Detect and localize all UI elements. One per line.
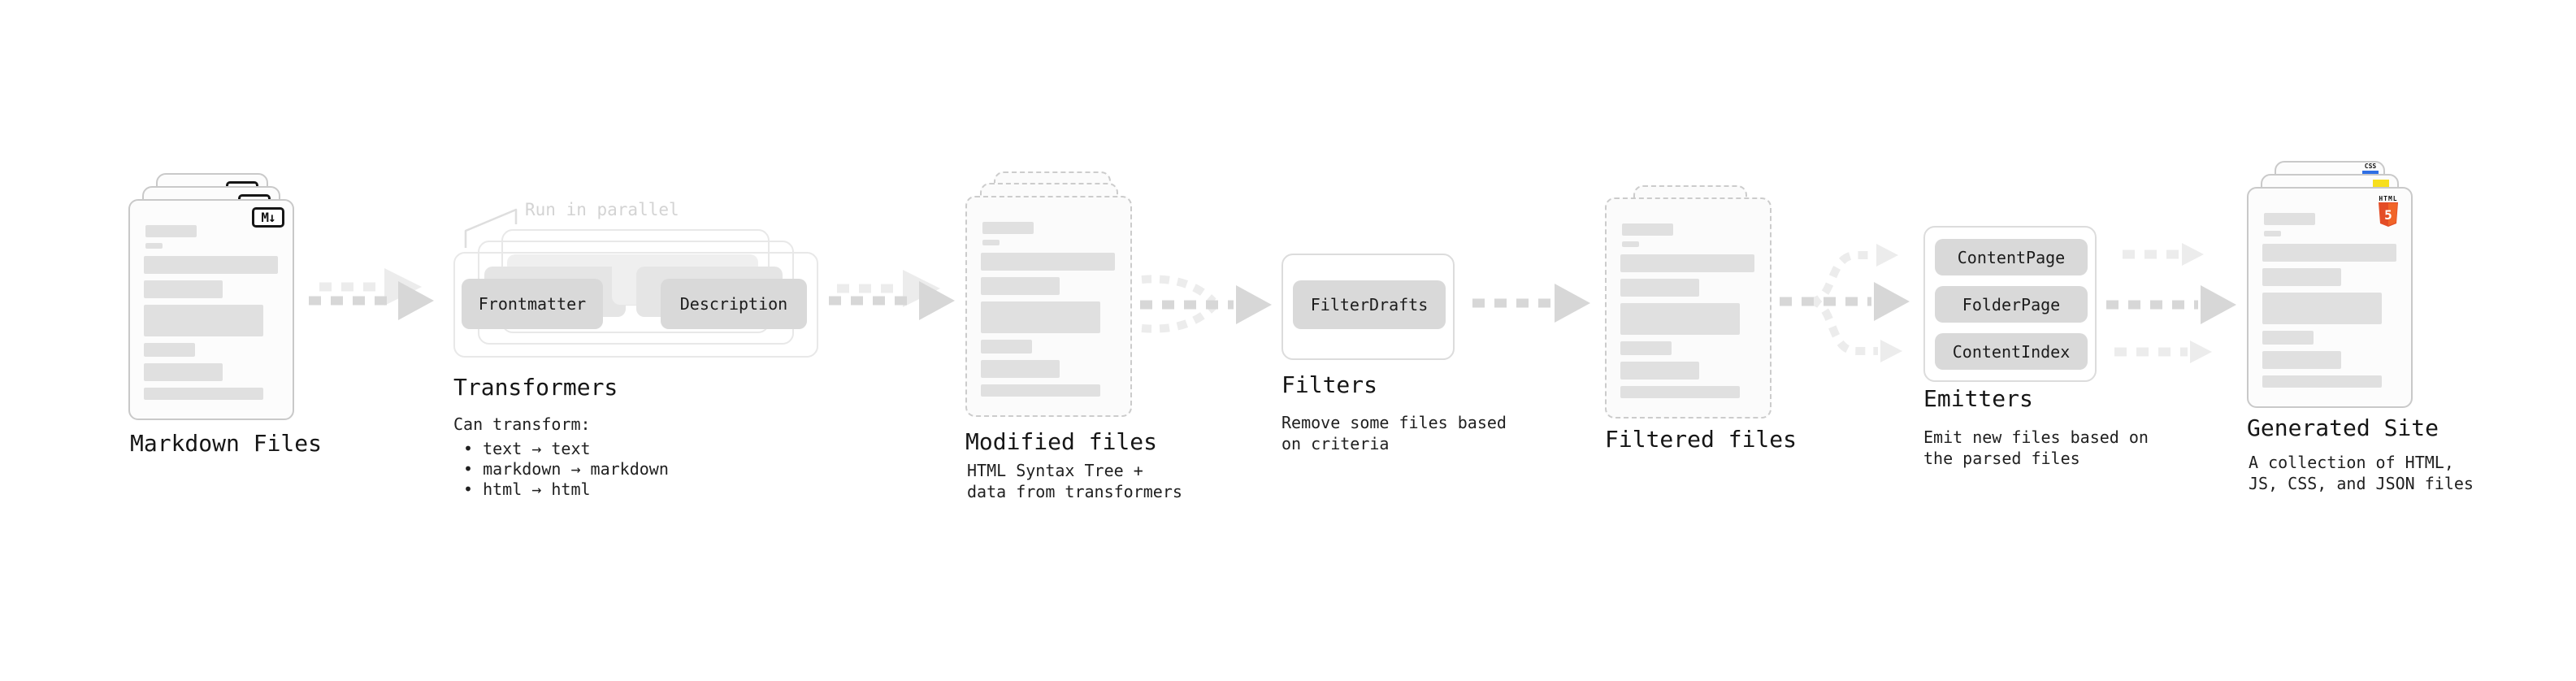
filtered-files-label: Filtered files <box>1605 426 1798 453</box>
arrowhead <box>919 281 955 320</box>
filtered-file-doc-front <box>1605 197 1772 419</box>
arrow-modified-to-filters <box>1140 275 1272 333</box>
modified-file-doc-front <box>965 196 1132 417</box>
doc-text-bar <box>981 253 1115 271</box>
doc-text-bar <box>981 360 1060 378</box>
doc-text-bar <box>1622 223 1673 236</box>
doc-text-bar <box>145 225 197 237</box>
arrowhead <box>1236 285 1272 324</box>
doc-text-bar <box>144 343 195 357</box>
arrowhead <box>1880 340 1902 362</box>
transform-bullet: • html → html <box>463 479 591 499</box>
generated-site-description: A collection of HTML, JS, CSS, and JSON … <box>2249 453 2474 493</box>
arrowhead <box>1555 284 1590 323</box>
contentpage-pill: ContentPage <box>1935 239 2088 275</box>
css-icon: CSS <box>2361 163 2380 174</box>
arrow-transformers-to-modified <box>829 270 955 320</box>
arrowhead <box>2182 243 2204 266</box>
arrow-filtered-to-emitters <box>1780 244 1910 362</box>
doc-text-bar <box>1622 241 1639 247</box>
arrowhead <box>384 268 422 306</box>
arrow-markdown-to-transformers <box>309 268 434 320</box>
transform-bullet: • text → text <box>463 439 591 458</box>
markdown-file-doc-front: M↓ <box>128 199 294 420</box>
contentindex-pill: ContentIndex <box>1935 333 2088 370</box>
doc-content-placeholder <box>2249 189 2411 406</box>
filters-description: Remove some files based on criteria <box>1281 413 1507 453</box>
doc-text-bar <box>145 243 163 249</box>
arrowhead <box>1876 244 1898 267</box>
can-transform-title: Can transform: <box>453 414 591 434</box>
html5-shield-right <box>2388 203 2397 226</box>
arrow-emitters-to-site <box>2106 243 2236 363</box>
html5-number: 5 <box>2384 207 2392 223</box>
filters-box: FilterDrafts <box>1281 254 1455 360</box>
doc-text-bar <box>2262 293 2382 324</box>
doc-text-bar <box>981 277 1060 295</box>
doc-text-bar <box>2262 375 2382 388</box>
filterdrafts-pill: FilterDrafts <box>1293 280 1446 329</box>
doc-text-bar <box>144 363 223 381</box>
doc-text-bar <box>982 240 1000 245</box>
filters-label: Filters <box>1281 371 1378 398</box>
doc-content-placeholder <box>130 201 293 419</box>
diverging-curve <box>1810 251 1874 306</box>
generated-site-label: Generated Site <box>2247 414 2439 441</box>
doc-content-placeholder <box>967 197 1130 415</box>
emitters-description: Emit new files based on the parsed files <box>1923 427 2149 468</box>
arrowhead <box>1874 282 1910 321</box>
site-file-doc-html: HTML 5 <box>2247 187 2413 408</box>
doc-text-bar <box>1620 254 1754 272</box>
doc-text-bar <box>981 384 1100 397</box>
transformer-layer-front <box>453 252 818 358</box>
frontmatter-pill: Frontmatter <box>462 279 603 329</box>
arrowhead <box>2201 285 2236 324</box>
arrowhead <box>903 270 940 307</box>
doc-text-bar <box>1620 303 1740 335</box>
run-in-parallel-note: Run in parallel <box>525 200 679 219</box>
doc-text-bar <box>2262 268 2341 286</box>
doc-text-bar <box>1620 279 1699 297</box>
converging-curve <box>1141 275 1216 305</box>
doc-text-bar <box>1620 386 1740 398</box>
doc-text-bar <box>1620 341 1672 355</box>
doc-text-bar <box>2262 351 2341 369</box>
emitters-box: ContentPage FolderPage ContentIndex <box>1923 226 2097 382</box>
description-pill: Description <box>661 279 807 329</box>
converging-curve <box>1141 303 1216 333</box>
doc-text-bar <box>2264 213 2315 225</box>
doc-text-bar <box>2262 331 2314 345</box>
arrow-filters-to-filtered <box>1472 284 1590 323</box>
modified-files-label: Modified files <box>965 428 1158 455</box>
transformers-label: Transformers <box>453 374 618 401</box>
arrowhead <box>398 281 434 320</box>
doc-text-bar <box>1620 362 1699 380</box>
doc-text-bar <box>982 222 1034 234</box>
modified-files-description: HTML Syntax Tree + data from transformer… <box>967 461 1182 501</box>
doc-text-bar <box>144 388 263 400</box>
markdown-files-label: Markdown Files <box>130 430 323 457</box>
html5-icon: HTML 5 <box>2377 195 2400 227</box>
doc-text-bar <box>144 280 223 298</box>
transform-bullet-list: • text → text • markdown → markdown • ht… <box>463 439 669 500</box>
doc-text-bar <box>2262 244 2396 262</box>
html5-shield: 5 <box>2379 202 2398 227</box>
markdown-icon: M↓ <box>252 207 284 228</box>
doc-text-bar <box>144 305 263 336</box>
folderpage-pill: FolderPage <box>1935 286 2088 323</box>
doc-text-bar <box>2264 231 2281 236</box>
arrowhead <box>2190 340 2212 363</box>
html5-icon-text: HTML <box>2379 195 2398 202</box>
transform-bullet: • markdown → markdown <box>463 459 669 479</box>
doc-text-bar <box>981 301 1100 333</box>
css-icon-bar <box>2362 171 2379 174</box>
diverging-curve <box>1810 297 1878 355</box>
doc-text-bar <box>981 340 1032 354</box>
doc-text-bar <box>144 256 278 274</box>
css-icon-text: CSS <box>2364 163 2377 170</box>
doc-content-placeholder <box>1607 199 1770 417</box>
emitters-label: Emitters <box>1923 385 2033 412</box>
